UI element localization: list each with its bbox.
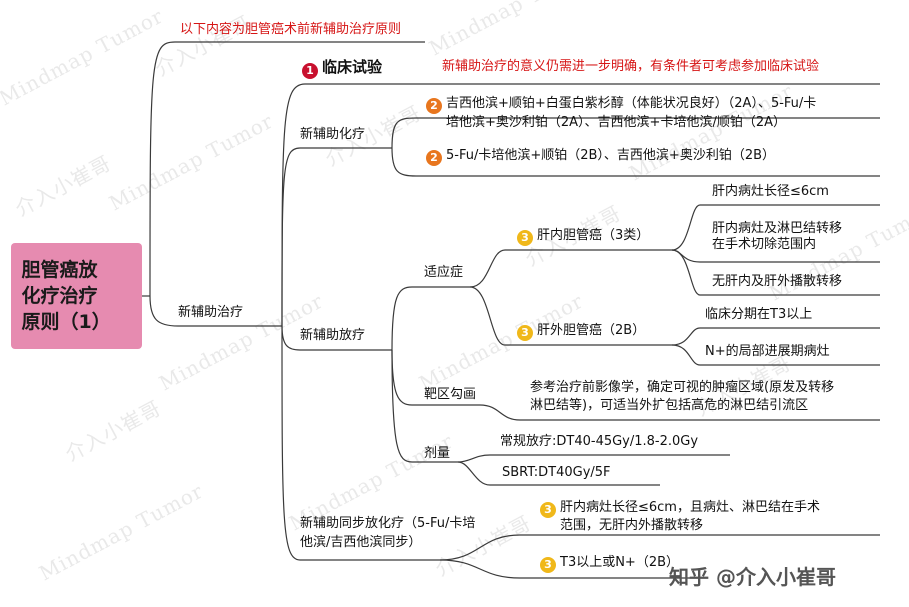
clinical-trial-note: 新辅助治疗的意义仍需进一步明确，有条件者可考虑参加临床试验	[442, 59, 820, 74]
priority-badge: 3	[540, 557, 556, 573]
chemo-item-1-line2: 培他滨+奥沙利铂（2A）、吉西他滨+卡培他滨/顺铂（2A）	[446, 115, 786, 130]
priority-badge: 2	[426, 150, 442, 166]
extrahepatic-node: 3 肝外胆管癌（2B）	[517, 321, 645, 341]
root-node: 胆管癌放 化疗治疗 原则（1）	[11, 243, 142, 349]
intrahepatic-node: 3 肝内胆管癌（3类）	[517, 226, 649, 246]
intra-criterion-3: 无肝内及肝外播散转移	[712, 274, 843, 289]
concurrent-item-1-line1: 肝内病灶长径≤6cm，且病灶、淋巴结在手术	[560, 500, 820, 515]
priority-badge: 2	[426, 98, 442, 114]
clinical-trial-label: 临床试验	[322, 58, 383, 76]
dose-sbrt: SBRT:DT40Gy/5F	[502, 465, 611, 480]
indication-label: 适应症	[424, 265, 464, 280]
chemo-item-1: 2 吉西他滨+顺铂+白蛋白紫杉醇（体能状况良好）（2A）、5-Fu/卡	[426, 94, 816, 114]
target-text-line1: 参考治疗前影像学，确定可视的肿瘤区域(原发及转移	[530, 380, 835, 395]
priority-badge: 1	[302, 63, 318, 79]
chemo-item-2-text: 5-Fu/卡培他滨+顺铂（2B）、吉西他滨+奥沙利铂（2B）	[446, 148, 776, 163]
radio-label: 新辅助放疗	[300, 328, 366, 343]
root-title: 胆管癌放 化疗治疗 原则（1）	[21, 259, 111, 333]
dose-conventional: 常规放疗:DT40-45Gy/1.8-2.0Gy	[500, 434, 699, 449]
intra-criterion-2-line1: 肝内病灶及淋巴结转移	[712, 221, 843, 236]
intra-criterion-2-line2: 在手术切除范围内	[712, 237, 817, 252]
extra-criterion-1: 临床分期在T3以上	[705, 307, 813, 322]
concurrent-item-2-text: T3以上或N+（2B）	[560, 555, 680, 570]
concurrent-item-2: 3 T3以上或N+（2B）	[540, 553, 679, 573]
intra-criterion-1: 肝内病灶长径≤6cm	[712, 184, 829, 199]
branch-neoadjuvant-label: 新辅助治疗	[178, 305, 244, 320]
extrahepatic-label: 肝外胆管癌（2B）	[537, 323, 646, 338]
chemo-label: 新辅助化疗	[300, 127, 366, 142]
priority-badge: 3	[540, 502, 556, 518]
priority-badge: 3	[517, 230, 533, 246]
concurrent-item-1: 3 肝内病灶长径≤6cm，且病灶、淋巴结在手术	[540, 498, 820, 518]
concurrent-label-line2: 他滨/吉西他滨同步）	[300, 535, 422, 550]
target-label: 靶区勾画	[424, 387, 477, 402]
chemo-item-2: 2 5-Fu/卡培他滨+顺铂（2B）、吉西他滨+奥沙利铂（2B）	[426, 146, 775, 166]
intrahepatic-label: 肝内胆管癌（3类）	[537, 228, 650, 243]
chemo-item-1-line1: 吉西他滨+顺铂+白蛋白紫杉醇（体能状况良好）（2A）、5-Fu/卡	[446, 96, 817, 111]
priority-badge: 3	[517, 325, 533, 341]
extra-criterion-2: N+的局部进展期病灶	[705, 344, 830, 359]
zhihu-watermark: 知乎 @介入小崔哥	[669, 565, 836, 589]
top-note: 以下内容为胆管癌术前新辅助治疗原则	[180, 22, 402, 37]
dose-label: 剂量	[424, 446, 451, 461]
target-text-line2: 淋巴结等)，可适当外扩包括高危的淋巴结引流区	[530, 398, 809, 413]
concurrent-label-line1: 新辅助同步放化疗（5-Fu/卡培	[300, 516, 476, 531]
concurrent-item-1-line2: 范围，无肝内外播散转移	[560, 518, 704, 533]
